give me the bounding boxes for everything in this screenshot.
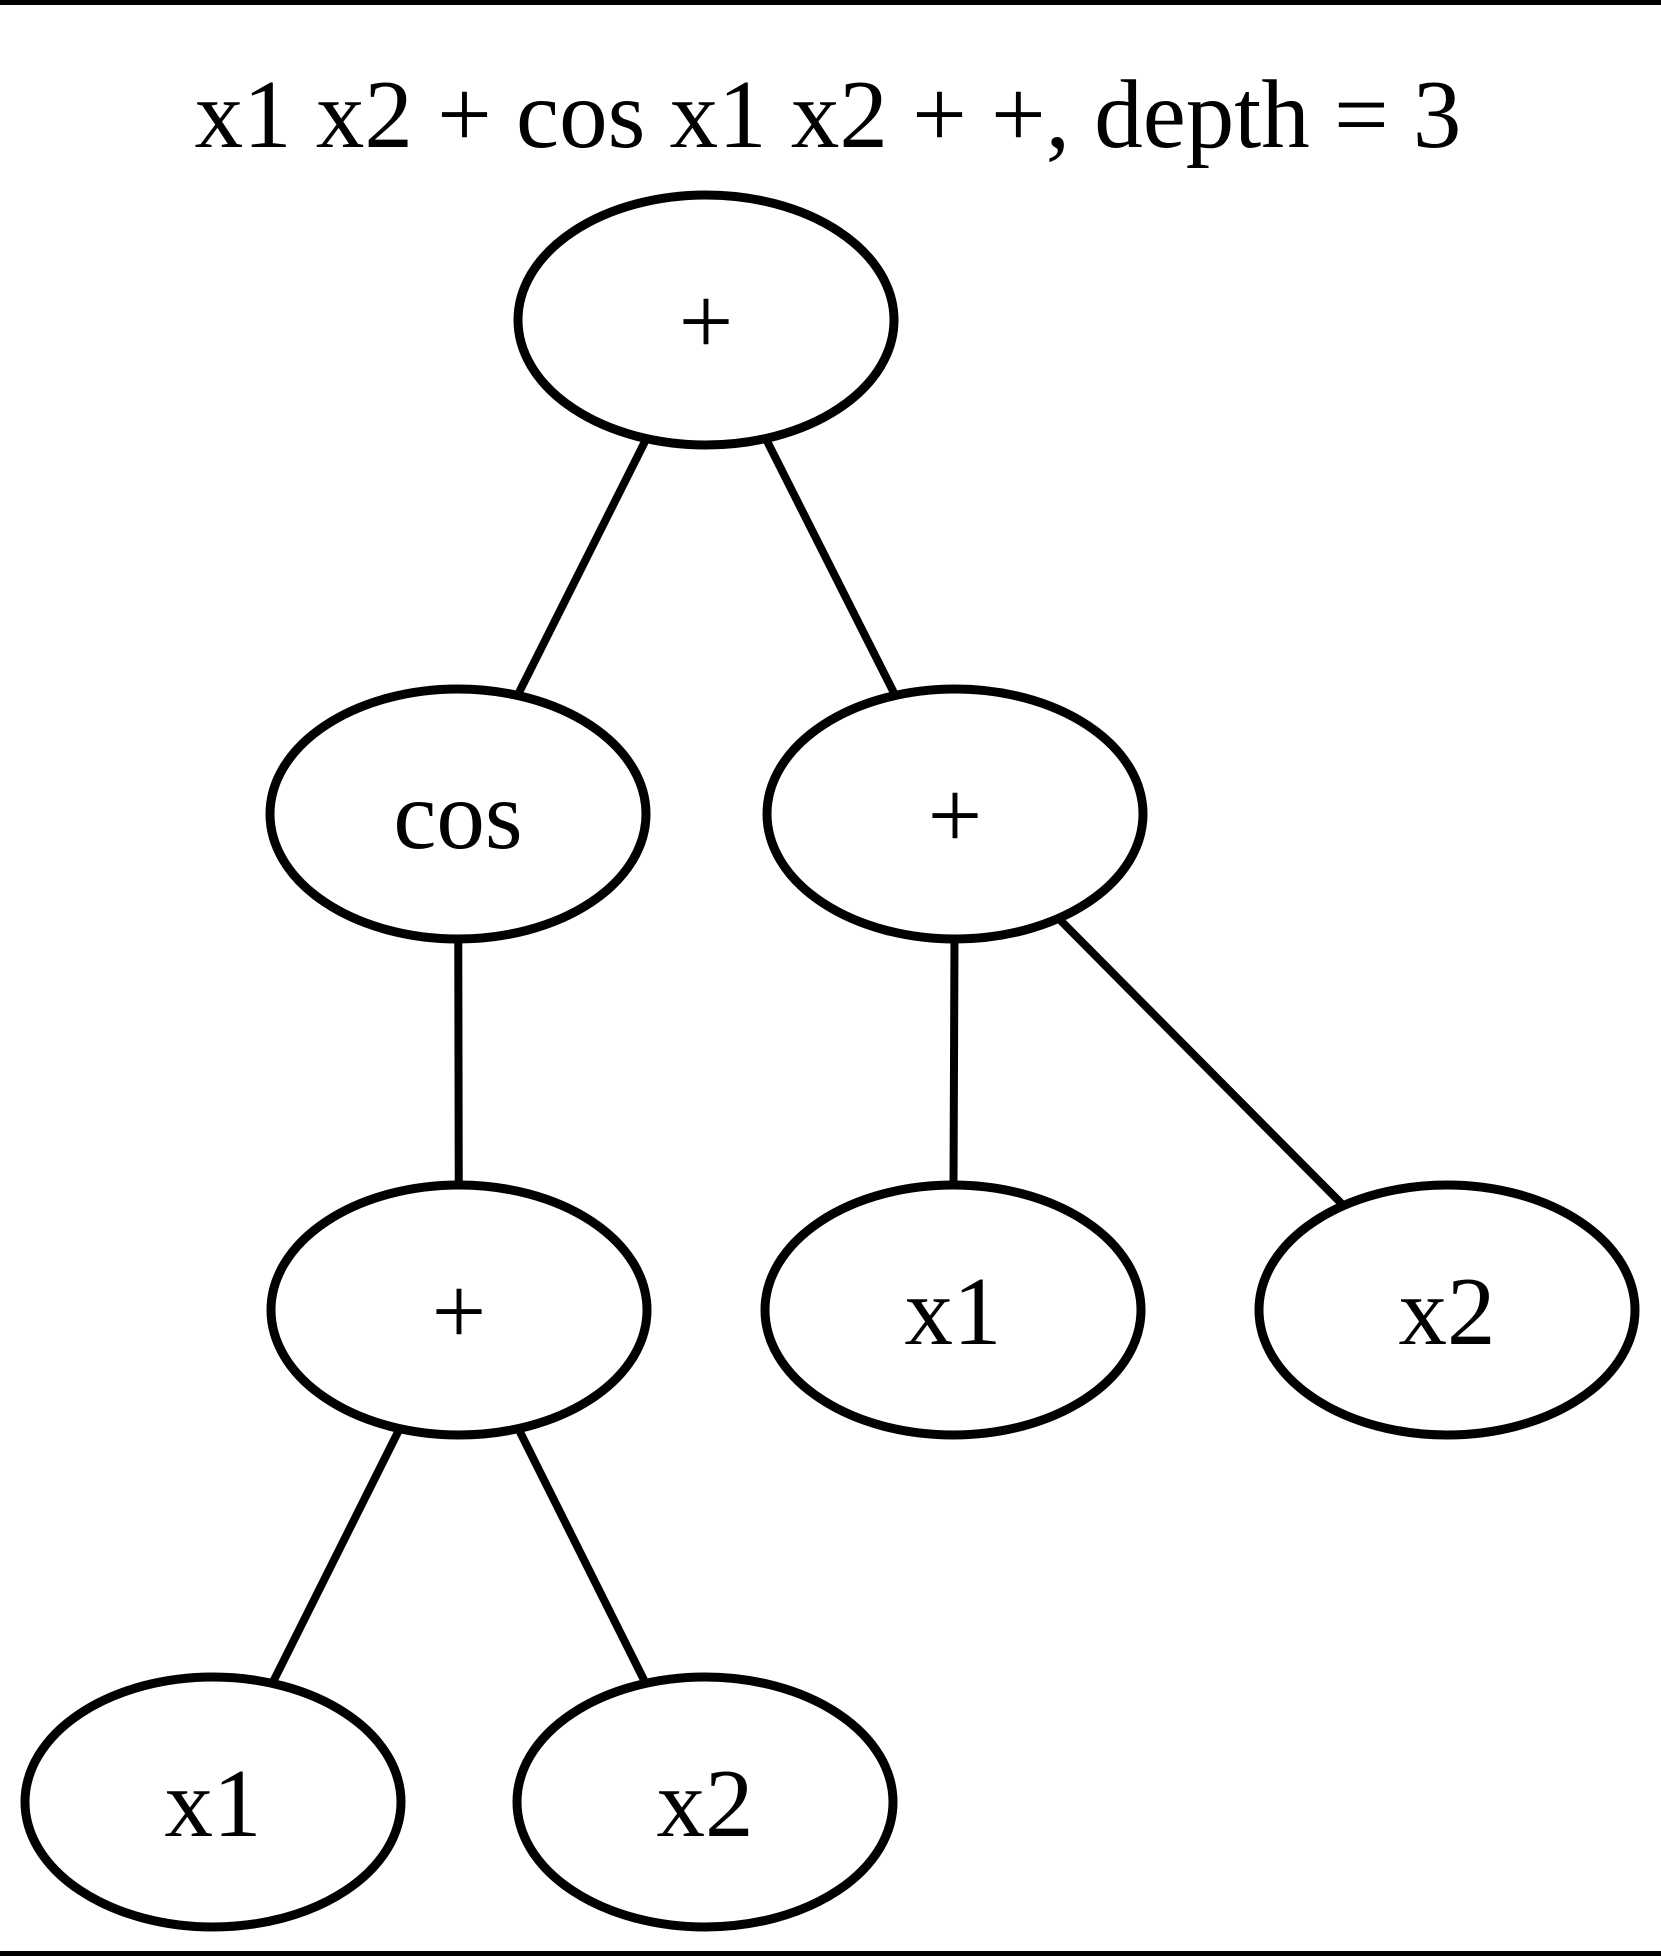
tree-node-label-right-plus: + <box>928 762 983 869</box>
figure-title: x1 x2 + cos x1 x2 + +, depth = 3 <box>195 61 1462 168</box>
tree-node-ellipse-left-plus <box>266 1180 652 1440</box>
tree-node-ellipse-right-x2 <box>1254 1180 1640 1440</box>
tree-node-ellipse-bottom-x2 <box>512 1672 898 1932</box>
tree-node-right-x1: x1 <box>760 1180 1146 1440</box>
tree-node-label-right-x2: x2 <box>1399 1258 1496 1365</box>
tree-node-ellipse-bottom-x1 <box>20 1672 406 1932</box>
tree-node-label-bottom-x1: x1 <box>165 1750 262 1857</box>
tree-edges <box>209 318 1450 1804</box>
tree-node-ellipse-right-plus <box>762 684 1148 944</box>
tree-node-ellipse-cos <box>265 684 651 944</box>
tree-node-label-left-plus: + <box>432 1258 487 1365</box>
tree-node-right-plus: + <box>762 684 1148 944</box>
top-border <box>0 0 1661 5</box>
tree-node-label-right-x1: x1 <box>905 1258 1002 1365</box>
tree-node-right-x2: x2 <box>1254 1180 1640 1440</box>
tree-node-label-cos: cos <box>393 762 522 869</box>
tree-node-root-plus: + <box>513 190 899 450</box>
tree-node-ellipse-root-plus <box>513 190 899 450</box>
tree-node-left-plus: + <box>266 1180 652 1440</box>
tree-node-label-bottom-x2: x2 <box>657 1750 754 1857</box>
tree-node-label-root-plus: + <box>679 268 734 375</box>
tree-node-ellipse-right-x1 <box>760 1180 1146 1440</box>
tree-nodes: + cos + + x1 x2 x1 x2 <box>20 190 1640 1932</box>
bottom-border <box>0 1951 1661 1956</box>
tree-node-cos: cos <box>265 684 651 944</box>
tree-node-bottom-x1: x1 <box>20 1672 406 1932</box>
tree-node-bottom-x2: x2 <box>512 1672 898 1932</box>
